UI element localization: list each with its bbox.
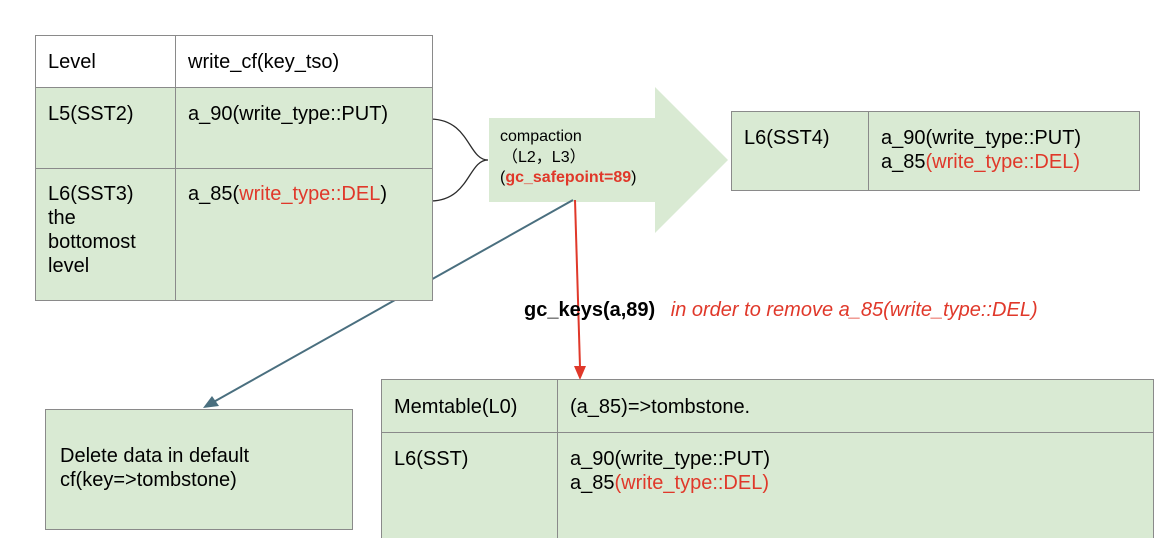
bottom-table-row1-entry-text: (a_85)=>tombstone. <box>570 396 751 418</box>
left-table-header-level: Level <box>35 35 176 88</box>
bottom-table-row1-level-text: Memtable(L0) <box>394 396 518 418</box>
result-table-entries: a_90(write_type::PUT) a_85(write_type::D… <box>868 111 1140 191</box>
left-table-header-writecf: write_cf(key_tso) <box>175 35 433 88</box>
left-table-row1-entry: a_90(write_type::PUT) <box>175 87 433 169</box>
result-table-level-text: L6(SST4) <box>744 127 830 149</box>
red-arrow-line <box>574 199 581 368</box>
bottom-table-row2-entry1: a_90(write_type::PUT) <box>570 448 771 470</box>
bottom-table-row2-entry: a_90(write_type::PUT) a_85(write_type::D… <box>557 432 1154 538</box>
delete-data-line2: cf(key=>tombstone) <box>60 469 237 491</box>
left-table-row2-level-line4: level <box>48 255 90 277</box>
bottom-table-row2-entry2-prefix: a_85 <box>570 472 615 494</box>
bottom-table-row2-level: L6(SST) <box>381 432 558 538</box>
gc-keys-call: gc_keys(a,89) <box>524 299 656 321</box>
compaction-label-line2: （L2，L3） <box>502 149 586 166</box>
result-table-entry2-red: (write_type::DEL) <box>925 151 1081 173</box>
left-table-row2-level-line2: the <box>48 207 76 229</box>
gc-keys-annotation: gc_keys(a,89) in order to remove a_85(wr… <box>524 297 1038 323</box>
compaction-label-line3-prefix: ( <box>500 169 506 186</box>
bottom-table-row2-entry2-red: (write_type::DEL) <box>614 472 770 494</box>
compaction-label-safepoint: gc_safepoint=89 <box>505 169 632 186</box>
red-arrow-head <box>574 366 586 380</box>
left-table-row2-level-line1: L6(SST3) <box>48 183 134 205</box>
result-table-entry1: a_90(write_type::PUT) <box>881 127 1082 149</box>
blue-arrow-line <box>209 199 574 405</box>
bottom-table-row2-entry2: a_85(write_type::DEL) <box>570 471 1153 495</box>
compaction-label-line3: (gc_safepoint=89) <box>500 167 636 188</box>
left-table-row2-entry-suffix: ) <box>380 183 387 205</box>
left-table-row2-level: L6(SST3) the bottomost level <box>35 168 176 301</box>
result-table-level: L6(SST4) <box>731 111 869 191</box>
compaction-label-line3-suffix: ) <box>631 169 637 186</box>
left-table-row1-level: L5(SST2) <box>35 87 176 169</box>
delete-data-line1: Delete data in default <box>60 445 250 467</box>
compaction-arrow-shape <box>489 87 728 233</box>
gc-keys-note: in order to remove a_85(write_type::DEL) <box>670 299 1038 321</box>
left-table-row1-entry-text: a_90(write_type::PUT) <box>188 103 389 125</box>
left-table-row2-level-line3: bottomost <box>48 231 136 253</box>
left-table-row1-level-text: L5(SST2) <box>48 103 134 125</box>
compaction-label-line1: compaction <box>500 128 582 145</box>
result-table-entry2: a_85(write_type::DEL) <box>881 150 1139 174</box>
compaction-label: compaction （L2，L3） (gc_safepoint=89) <box>500 126 636 188</box>
bottom-table-row2-level-text: L6(SST) <box>394 448 469 470</box>
delete-data-box: Delete data in default cf(key=>tombstone… <box>45 409 353 530</box>
left-table-row2-entry-prefix: a_85( <box>188 183 240 205</box>
bottom-table-row1-level: Memtable(L0) <box>381 379 558 433</box>
result-table-entry2-prefix: a_85 <box>881 151 926 173</box>
left-table-row2-entry: a_85(write_type::DEL) <box>175 168 433 301</box>
left-table-row2-entry-red: write_type::DEL <box>239 183 381 205</box>
bottom-table-row1-entry: (a_85)=>tombstone. <box>557 379 1154 433</box>
brace-connector <box>430 118 489 202</box>
blue-arrow-head <box>203 396 219 408</box>
left-table-row2-entry-line: a_85(write_type::DEL) <box>188 183 387 205</box>
left-table-header-writecf-text: write_cf(key_tso) <box>188 51 340 73</box>
left-table-header-level-text: Level <box>48 51 96 73</box>
